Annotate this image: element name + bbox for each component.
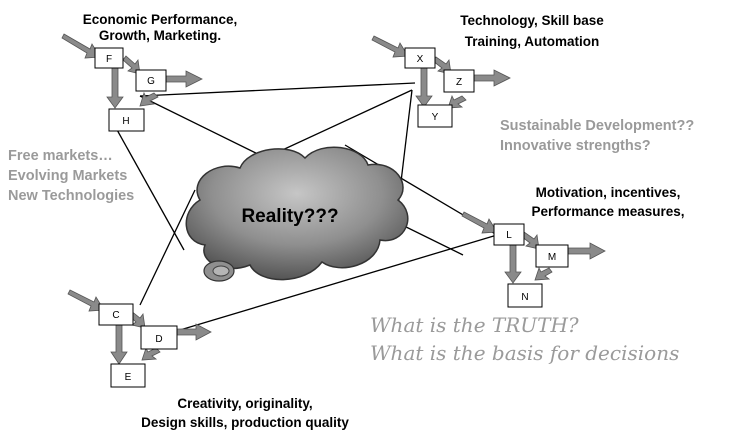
arrow-icon (504, 241, 522, 284)
questions: What is the TRUTH? What is the basis for… (370, 313, 679, 365)
group-caption-line: Motivation, incentives, (536, 185, 681, 200)
connector-line (139, 189, 196, 306)
box-label: H (122, 116, 129, 127)
arrow-icon (173, 323, 212, 341)
side-text-line: Innovative strengths? (500, 138, 651, 154)
box-label: E (125, 372, 132, 383)
arrow-icon (141, 346, 161, 361)
box-z (443, 69, 475, 93)
side-text-line: Sustainable Development?? (500, 118, 694, 134)
question-line: What is the TRUTH? (370, 313, 579, 337)
box-c (98, 303, 134, 326)
box-label: F (106, 54, 112, 65)
cloud-label: Reality??? (241, 206, 338, 227)
arrow-icon (110, 321, 128, 365)
arrow-icon (67, 289, 105, 312)
box-g (135, 69, 167, 92)
box-label: N (521, 292, 528, 303)
connector-line (115, 127, 185, 251)
reality-cloud: Reality??? (185, 146, 409, 282)
group-motivation: Motivation, incentives, Performance meas… (461, 185, 685, 308)
box-n (507, 283, 543, 308)
group-economic: Economic Performance, Growth, Marketing.… (61, 12, 238, 132)
side-text-left: Free markets… Evolving Markets New Techn… (8, 148, 134, 204)
arrow-icon (415, 67, 433, 108)
group-caption-line: Technology, Skill base (460, 13, 604, 28)
group-caption-line: Design skills, production quality (141, 415, 349, 430)
box-f (94, 47, 124, 69)
arrow-icon (371, 35, 409, 58)
box-label: L (506, 230, 512, 241)
box-label: C (112, 310, 119, 321)
box-e (110, 363, 146, 388)
arrow-icon (139, 91, 159, 107)
group-creativity: C D E Creativity, originality, Design sk… (67, 289, 349, 430)
group-caption-line: Growth, Marketing. (99, 28, 221, 43)
box-label: Y (432, 112, 439, 123)
question-line: What is the basis for decisions (370, 341, 679, 365)
box-l (493, 223, 525, 246)
connector-line (179, 234, 498, 331)
arrow-icon (61, 33, 101, 59)
box-x (404, 47, 436, 69)
connector-line (139, 82, 416, 97)
side-text-right: Sustainable Development?? Innovative str… (500, 118, 694, 154)
box-y (417, 104, 453, 128)
group-caption-line: Economic Performance, (83, 12, 238, 27)
arrow-icon (106, 67, 124, 109)
arrows (371, 35, 511, 109)
box-label: D (155, 334, 162, 345)
box-label: X (417, 54, 424, 65)
side-text-line: Evolving Markets (8, 168, 127, 184)
box-label: G (147, 76, 155, 87)
arrows (61, 33, 203, 109)
box-h (108, 108, 145, 132)
box-label: M (548, 252, 556, 263)
group-caption-line: Training, Automation (465, 34, 600, 49)
group-caption-line: Creativity, originality, (177, 396, 312, 411)
group-caption-line: Performance measures, (531, 204, 684, 219)
side-text-line: New Technologies (8, 188, 134, 204)
arrow-icon (461, 211, 498, 234)
arrow-icon (567, 242, 606, 260)
arrow-icon (534, 266, 553, 281)
group-technology: Technology, Skill base Training, Automat… (371, 13, 604, 128)
arrows (461, 211, 606, 284)
box-label: Z (456, 77, 462, 88)
box-d (140, 325, 178, 350)
box-m (535, 244, 569, 268)
side-text-line: Free markets… (8, 148, 113, 164)
